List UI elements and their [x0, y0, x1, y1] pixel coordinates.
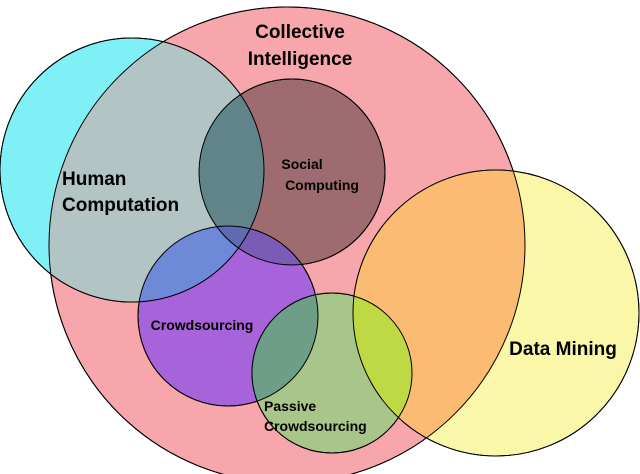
label-collective-line1: Collective — [255, 22, 345, 43]
overlap-datamining-collective — [353, 170, 525, 456]
label-crowdsourcing: Crowdsourcing — [151, 317, 254, 333]
label-collective-line2: Intelligence — [248, 49, 353, 70]
label-social-line2: Computing — [285, 177, 359, 193]
label-data-mining: Data Mining — [509, 339, 617, 360]
label-passive-line2: Crowdsourcing — [264, 418, 367, 434]
label-human-line1: Human — [62, 169, 126, 190]
label-social-line1: Social — [281, 156, 322, 172]
overlap-social-human — [199, 79, 264, 265]
overlap-crowd-human — [138, 226, 264, 302]
label-human-line2: Computation — [62, 195, 179, 216]
label-passive-line1: Passive — [264, 398, 316, 414]
overlap-passive-crowd — [252, 293, 318, 406]
